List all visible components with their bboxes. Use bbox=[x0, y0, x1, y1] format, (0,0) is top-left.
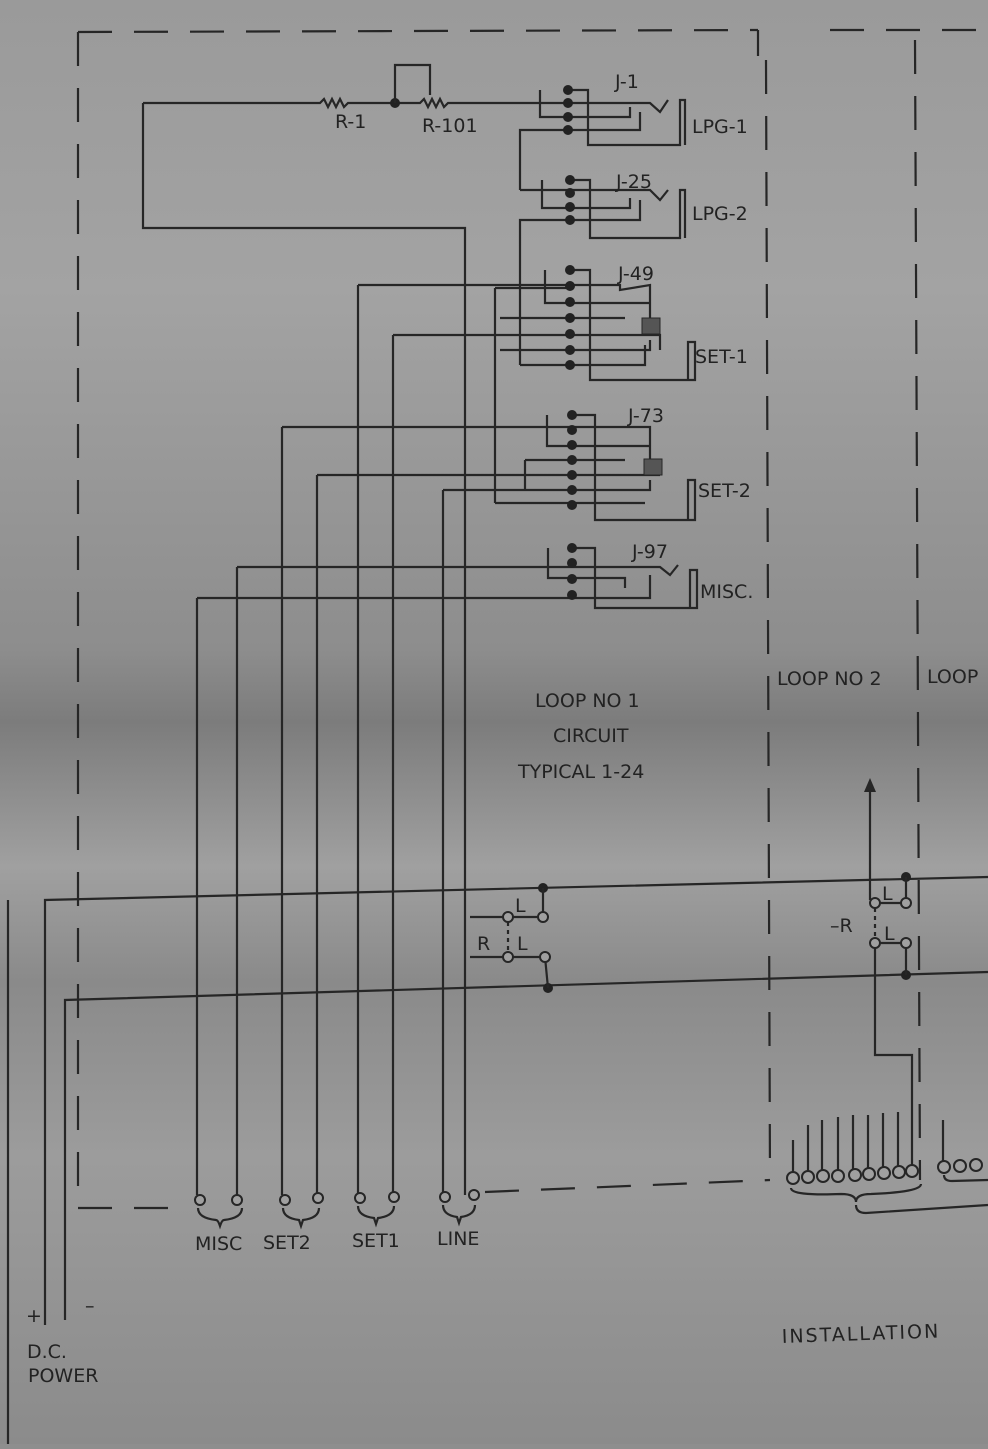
dc-power-bus bbox=[6, 875, 988, 1444]
jack-j73: J-73 SET-2 bbox=[282, 405, 751, 522]
relay-l-top: L bbox=[515, 895, 526, 917]
relay-loop1: L R L bbox=[470, 883, 553, 993]
terminal-set2-label: SET2 bbox=[263, 1232, 311, 1254]
relay2-l-top: L bbox=[882, 883, 893, 905]
loop3-label: LOOP bbox=[927, 666, 978, 688]
jack-j97: J-97 MISC. bbox=[197, 541, 753, 610]
loop1-line2: CIRCUIT bbox=[553, 725, 629, 747]
jack-j97-id: J-97 bbox=[631, 541, 668, 563]
relay-loop2: L –R L bbox=[830, 778, 914, 1170]
jack-j97-label: MISC. bbox=[700, 581, 753, 603]
jack-j49-id: J-49 bbox=[617, 263, 654, 285]
relay2-l-bottom: L bbox=[884, 923, 895, 945]
jack-j1-label: LPG-1 bbox=[692, 116, 748, 138]
terminal-line-label: LINE bbox=[437, 1228, 479, 1250]
relay2-r: –R bbox=[830, 915, 853, 937]
jack-j25: J-25 LPG-2 bbox=[518, 171, 748, 365]
power-minus-label: – bbox=[85, 1295, 95, 1317]
jack-j73-label: SET-2 bbox=[698, 480, 751, 502]
installation-label: INSTALLATION bbox=[781, 1320, 940, 1348]
loop1-line1: LOOP NO 1 bbox=[535, 690, 640, 712]
terminal-misc-label: MISC bbox=[195, 1233, 242, 1255]
loop2-label: LOOP NO 2 bbox=[777, 668, 882, 690]
installation-terminals bbox=[786, 1112, 988, 1215]
jack-j25-id: J-25 bbox=[615, 171, 652, 193]
resistor-network: R-1 R-101 bbox=[141, 63, 545, 1195]
jack-j49: J-49 SET-1 bbox=[358, 263, 748, 503]
r101-label: R-101 bbox=[422, 115, 478, 137]
jack-j1: J-1 LPG-1 bbox=[518, 71, 748, 190]
power-plus-label: + bbox=[26, 1305, 42, 1327]
jack-j73-id: J-73 bbox=[627, 405, 664, 427]
relay-l-bottom: L bbox=[517, 933, 528, 955]
loop1-boundary bbox=[76, 28, 988, 1210]
jack-j1-id: J-1 bbox=[614, 71, 639, 93]
relay-r: R bbox=[477, 933, 490, 955]
r1-label: R-1 bbox=[335, 111, 366, 133]
terminal-set1-label: SET1 bbox=[352, 1230, 400, 1252]
loop1-line3: TYPICAL 1-24 bbox=[517, 761, 644, 783]
jack-j25-label: LPG-2 bbox=[692, 203, 748, 225]
power-label-line2: POWER bbox=[28, 1365, 98, 1387]
power-label-line1: D.C. bbox=[27, 1341, 67, 1363]
jack-j49-label: SET-1 bbox=[695, 346, 748, 368]
